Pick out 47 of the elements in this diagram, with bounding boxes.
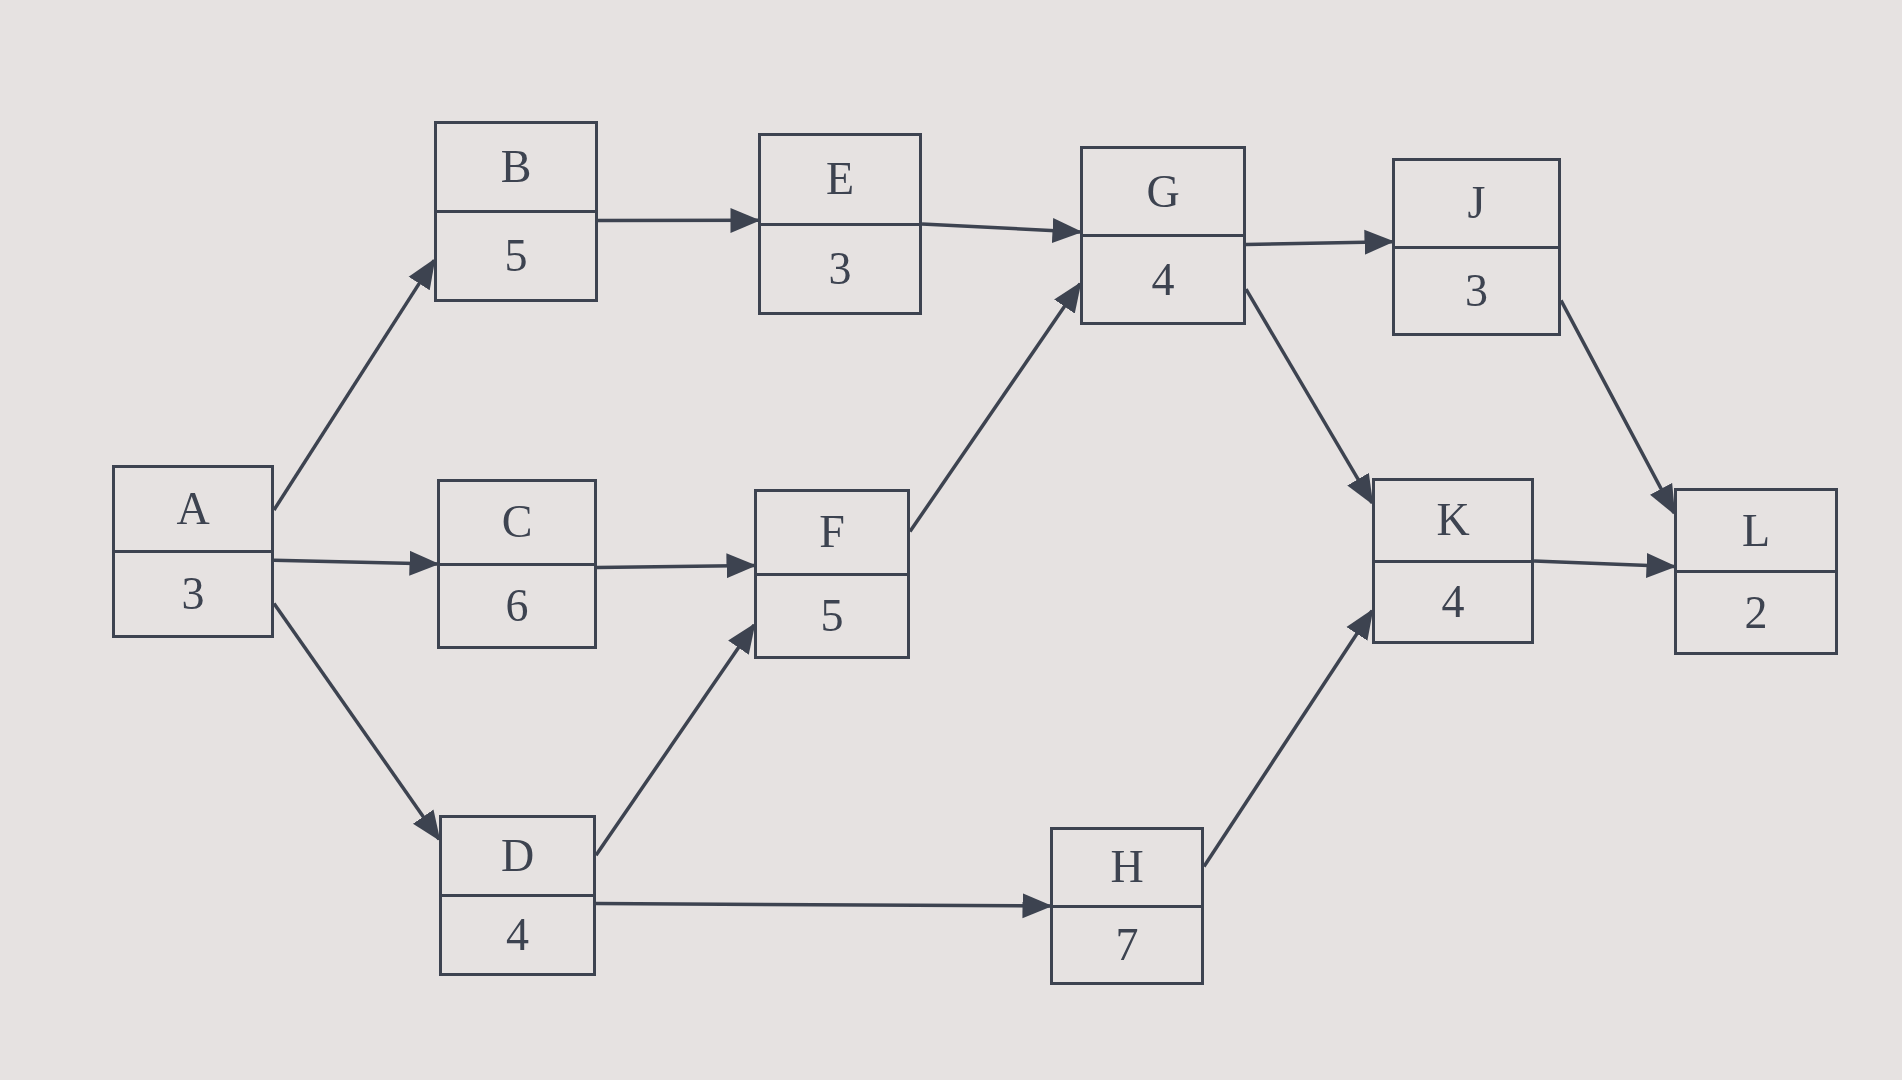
arrow xyxy=(1245,229,1395,255)
arrow xyxy=(272,258,436,511)
activity-letter: A xyxy=(176,486,210,532)
arrow xyxy=(596,553,757,579)
arrow xyxy=(1244,288,1374,506)
arrow xyxy=(908,281,1082,533)
activity-letter: K xyxy=(1436,497,1470,544)
activity-letter: H xyxy=(1110,844,1144,891)
activity-letter: J xyxy=(1467,180,1486,227)
activity-duration: 3 xyxy=(1465,267,1488,314)
arrow xyxy=(1533,552,1677,578)
activity-duration: 2 xyxy=(1744,589,1768,636)
activity-duration: 3 xyxy=(828,245,852,292)
activity-box xyxy=(1392,158,1561,336)
arrow xyxy=(921,218,1083,244)
activity-box xyxy=(1372,478,1534,644)
arrow xyxy=(1202,608,1374,868)
activity-box xyxy=(754,489,910,659)
activity-duration: 7 xyxy=(1115,921,1139,968)
activity-letter: D xyxy=(500,833,535,879)
activity-letter: E xyxy=(825,156,855,203)
activity-duration: 4 xyxy=(1151,256,1175,303)
activity-letter: C xyxy=(501,499,533,546)
arrow xyxy=(596,893,1053,919)
activity-letter: F xyxy=(819,509,845,556)
activity-box xyxy=(758,133,922,315)
activity-duration: 5 xyxy=(820,592,844,639)
activity-duration: 3 xyxy=(181,571,205,617)
activity-duration: 4 xyxy=(506,912,529,958)
arrow xyxy=(594,622,756,857)
activity-letter: B xyxy=(500,144,532,190)
arrow xyxy=(272,602,441,842)
activity-box xyxy=(437,479,597,649)
activity-box xyxy=(112,465,274,638)
activity-duration: 5 xyxy=(504,233,528,279)
activity-box xyxy=(439,815,596,976)
activity-box xyxy=(434,121,598,302)
activity-letter: L xyxy=(1741,507,1771,554)
activity-duration: 4 xyxy=(1441,578,1465,625)
arrow xyxy=(273,550,440,576)
activity-duration: 6 xyxy=(505,582,529,629)
activity-box xyxy=(1080,146,1246,325)
activity-box xyxy=(1674,488,1838,655)
activity-box xyxy=(1050,827,1204,985)
activity-letter: G xyxy=(1146,168,1180,215)
arrow xyxy=(598,207,761,233)
arrow xyxy=(1559,299,1676,516)
